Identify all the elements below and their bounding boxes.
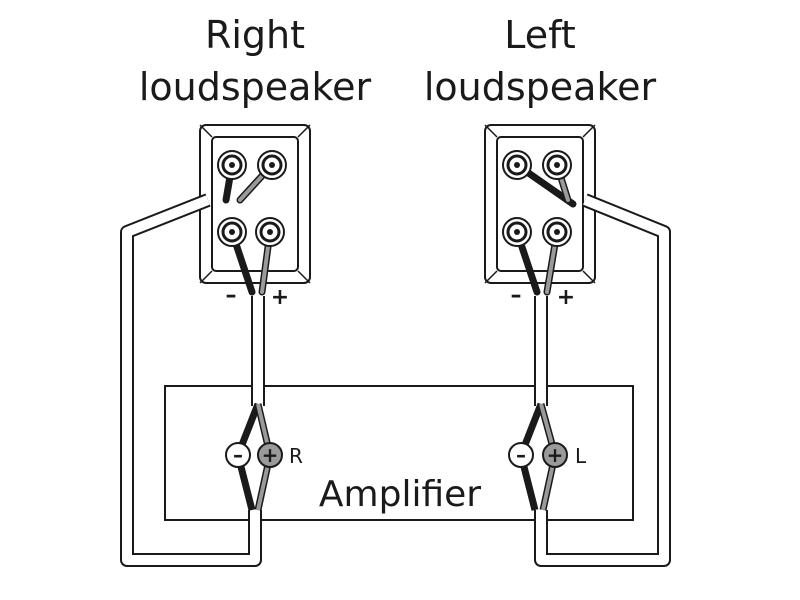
right-speaker-title-line1: Right [205, 13, 305, 57]
svg-text:–: – [233, 443, 243, 467]
right-speaker-terminal-post [217, 150, 247, 180]
left-speaker-terminal-post [502, 150, 532, 180]
left-speaker-title-line2: loudspeaker [424, 65, 657, 109]
right-speaker-title-line2: loudspeaker [139, 65, 372, 109]
left-speaker-terminal-post [542, 217, 572, 247]
left-speaker-terminal-post [502, 217, 532, 247]
right-speaker-plus-sign: + [271, 285, 289, 310]
right-speaker-terminal-plate [199, 124, 311, 284]
left-speaker-plus-sign: + [557, 285, 575, 310]
amplifier-left-plus-terminal: + [542, 442, 568, 468]
right-speaker-terminal-post [255, 217, 285, 247]
left-speaker-terminal-plate [484, 124, 596, 284]
amplifier-right-minus-terminal: – [225, 442, 251, 468]
left-speaker-bridge-cable [534, 193, 671, 567]
svg-text:+: + [547, 443, 564, 467]
left-speaker-terminal-post [542, 150, 572, 180]
right-speaker-terminal-post [257, 150, 287, 180]
svg-text:+: + [262, 443, 279, 467]
right-speaker-minus-sign: – [226, 283, 237, 308]
amplifier-right-channel-label: R [289, 444, 303, 468]
amplifier-left-channel-label: L [575, 444, 587, 468]
left-speaker-minus-sign: – [511, 283, 522, 308]
amplifier-label: Amplifier [319, 474, 481, 515]
right-speaker-terminal-post [217, 217, 247, 247]
right-speaker-bridge-cable [120, 193, 262, 567]
svg-text:–: – [516, 443, 526, 467]
amplifier-right-plus-terminal: + [257, 442, 283, 468]
amplifier-left-minus-terminal: – [508, 442, 534, 468]
left-speaker-title-line1: Left [504, 13, 576, 57]
